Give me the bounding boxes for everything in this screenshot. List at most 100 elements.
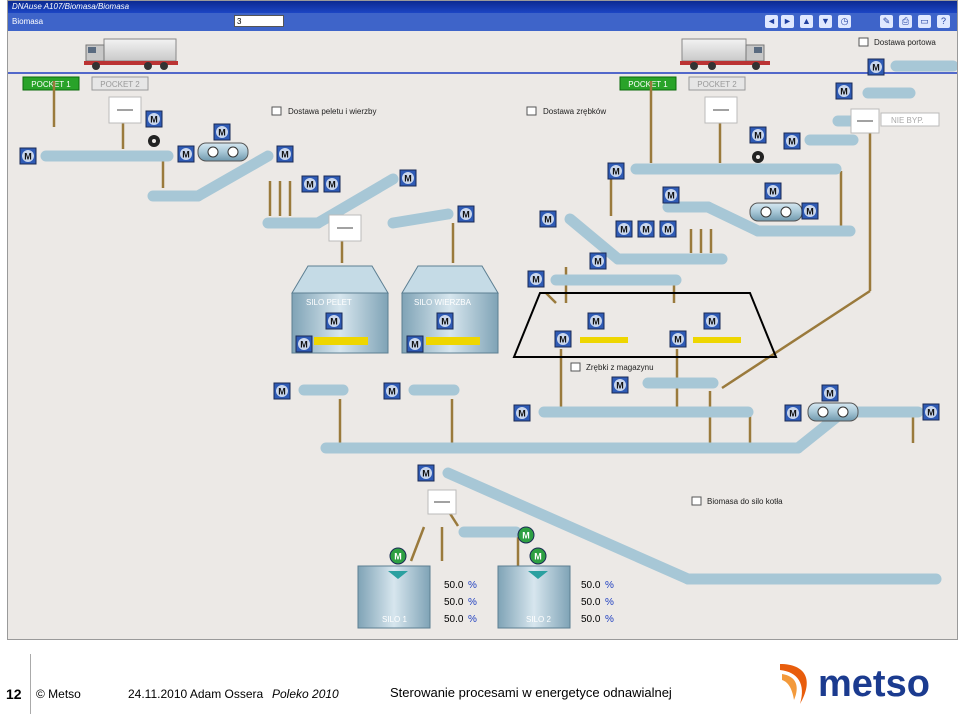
motor-icon[interactable]: M: [867, 58, 885, 76]
pocket2-left-button[interactable]: POCKET 2: [91, 76, 149, 91]
motor-icon[interactable]: M: [383, 382, 401, 400]
motor-icon[interactable]: M: [457, 205, 475, 223]
svg-text:50.0: 50.0: [444, 614, 464, 625]
motor-icon[interactable]: M: [637, 220, 655, 238]
motor-label: M: [592, 317, 600, 327]
motor-icon[interactable]: M: [659, 220, 677, 238]
motor-label: M: [218, 128, 226, 138]
motor-icon[interactable]: M: [529, 547, 547, 565]
storage-screw-2: [693, 337, 741, 343]
motor-icon[interactable]: M: [417, 464, 435, 482]
motor-label: M: [150, 115, 158, 125]
view-name: Biomasa: [12, 17, 44, 26]
history-icon[interactable]: ◷: [838, 15, 851, 28]
motor-icon[interactable]: M: [323, 175, 341, 193]
motor-icon[interactable]: M: [554, 330, 572, 348]
motor-icon[interactable]: M: [669, 330, 687, 348]
motor-icon[interactable]: M: [662, 186, 680, 204]
svg-text:%: %: [468, 580, 477, 591]
zrebki-magazyn-link[interactable]: Zrębki z magazynu: [570, 362, 654, 372]
tools-icon[interactable]: ✎: [880, 15, 893, 28]
motor-icon[interactable]: M: [517, 526, 535, 544]
motor-icon[interactable]: M: [177, 145, 195, 163]
motor-label: M: [769, 187, 777, 197]
svg-text:Zrębki z magazynu: Zrębki z magazynu: [586, 363, 654, 372]
svg-text:SILO 1: SILO 1: [382, 615, 407, 624]
motor-icon[interactable]: M: [513, 404, 531, 422]
nav-left-icon[interactable]: ◄: [765, 15, 778, 28]
dostawa-peletu-link[interactable]: Dostawa peletu i wierzby: [271, 106, 376, 116]
motor-icon[interactable]: M: [145, 110, 163, 128]
motor-label: M: [24, 152, 32, 162]
scada-window: DNAuse A107/Biomasa/Biomasa Biomasa 3 ◄ …: [7, 0, 958, 640]
nav-down-icon[interactable]: ▼: [819, 15, 832, 28]
motor-label: M: [789, 409, 797, 419]
nav-right-icon[interactable]: ►: [781, 15, 794, 28]
print-icon[interactable]: ⎙: [899, 15, 912, 28]
motor-label: M: [462, 210, 470, 220]
motor-icon[interactable]: M: [703, 312, 721, 330]
motor-icon[interactable]: M: [922, 403, 940, 421]
conveyors: [40, 60, 957, 585]
motor-icon[interactable]: M: [399, 169, 417, 187]
motor-label: M: [826, 389, 834, 399]
event-name: Poleko 2010: [272, 687, 339, 701]
motor-icon[interactable]: M: [784, 404, 802, 422]
dostawa-portowa-link[interactable]: Dostawa portowa: [858, 37, 936, 47]
motor-icon[interactable]: M: [611, 376, 629, 394]
motor-icon[interactable]: M: [406, 335, 424, 353]
pocket2-right-button[interactable]: POCKET 2: [688, 76, 746, 91]
dostawa-zrebkow-link[interactable]: Dostawa zrębków: [526, 106, 606, 116]
motor-icon[interactable]: M: [273, 382, 291, 400]
motor-icon[interactable]: M: [19, 147, 37, 165]
motor-label: M: [532, 275, 540, 285]
motor-icon[interactable]: M: [389, 547, 407, 565]
truck-right: [680, 38, 770, 70]
help-icon[interactable]: ?: [937, 15, 950, 28]
motor-icon[interactable]: M: [587, 312, 605, 330]
storage-hall: [512, 292, 778, 358]
nie-byp-indicator: NIE BYP.: [880, 112, 940, 127]
nav-up-icon[interactable]: ▲: [800, 15, 813, 28]
motor-icon[interactable]: M: [589, 252, 607, 270]
chute-lines: [52, 81, 915, 566]
motor-label: M: [872, 63, 880, 73]
svg-text:Dostawa portowa: Dostawa portowa: [874, 38, 936, 47]
motor-icon[interactable]: M: [295, 335, 313, 353]
motor-label: M: [708, 317, 716, 327]
motor-label: M: [522, 531, 530, 541]
svg-text:50.0: 50.0: [444, 597, 464, 608]
motor-icon[interactable]: M: [607, 162, 625, 180]
motor-icon[interactable]: M: [539, 210, 557, 228]
svg-text:50.0: 50.0: [444, 580, 464, 591]
motor-icon[interactable]: M: [749, 126, 767, 144]
motor-icon[interactable]: M: [835, 82, 853, 100]
motor-icon[interactable]: M: [821, 384, 839, 402]
motor-label: M: [534, 552, 542, 562]
svg-text:%: %: [468, 597, 477, 608]
motor-icon[interactable]: M: [615, 220, 633, 238]
process-diagram: POCKET 1 POCKET 2 POCKET 1 POCKET 2 Dost…: [8, 37, 957, 629]
toolbar: Biomasa 3 ◄ ► ▲ ▼ ◷ ✎ ⎙ ▭ ?: [8, 13, 957, 31]
biomasa-silo-link[interactable]: Biomasa do silo kotła: [691, 496, 783, 506]
motor-icon[interactable]: M: [783, 132, 801, 150]
motor-icon[interactable]: M: [527, 270, 545, 288]
pocket1-left-button[interactable]: POCKET 1: [22, 76, 80, 91]
motor-icon[interactable]: M: [325, 312, 343, 330]
motor-icon[interactable]: M: [436, 312, 454, 330]
motor-icon[interactable]: M: [801, 202, 819, 220]
motor-icon[interactable]: M: [276, 145, 294, 163]
truck-left: [84, 38, 178, 70]
window-icon[interactable]: ▭: [918, 15, 931, 28]
motor-icon[interactable]: M: [764, 182, 782, 200]
motor-icon[interactable]: M: [301, 175, 319, 193]
svg-text:SILO 2: SILO 2: [526, 615, 551, 624]
page-number-field[interactable]: 3: [234, 15, 284, 27]
page-number: 12: [6, 686, 22, 702]
svg-text:SILO PELET: SILO PELET: [306, 298, 352, 307]
motor-icon[interactable]: M: [213, 123, 231, 141]
pocket1-right-button[interactable]: POCKET 1: [619, 76, 677, 91]
motor-label: M: [394, 552, 402, 562]
date-author: 24.11.2010 Adam Ossera: [128, 687, 264, 701]
